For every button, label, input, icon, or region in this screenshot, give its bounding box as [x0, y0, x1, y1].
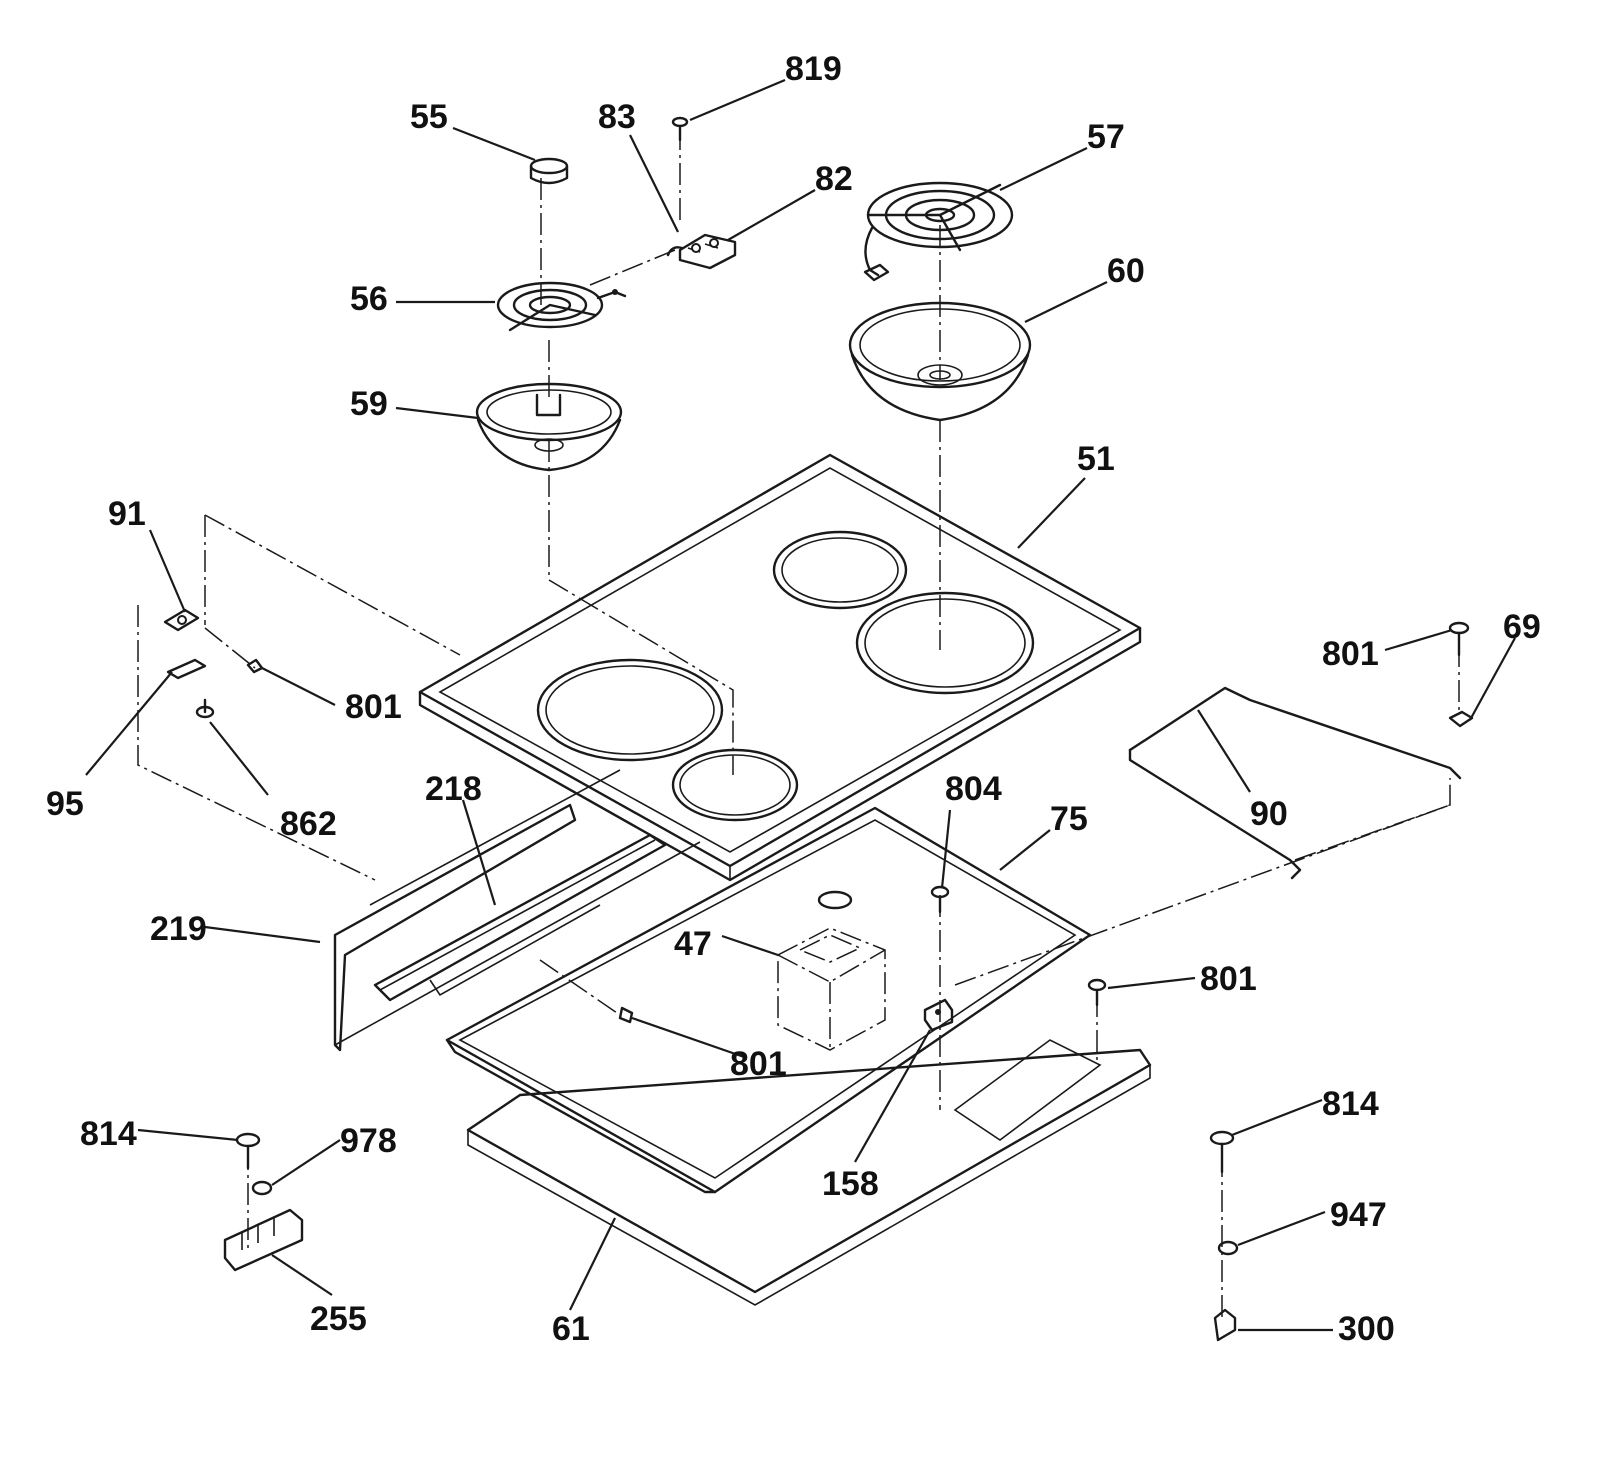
- callout-61: 61: [552, 1310, 590, 1348]
- part-51-cooktop: [418, 453, 1142, 882]
- callout-60: 60: [1107, 252, 1145, 290]
- fasteners: [163, 608, 1470, 1342]
- part-47-box: [777, 890, 886, 1051]
- callout-801-left: 801: [345, 688, 402, 726]
- part-61-bottom-tray: [466, 1039, 1152, 1306]
- part-219-rear-panel: [333, 769, 701, 1052]
- callout-801-right: 801: [1200, 960, 1257, 998]
- callout-300: 300: [1338, 1310, 1395, 1348]
- part-82-terminal-block: [666, 233, 737, 270]
- callout-819: 819: [785, 50, 842, 88]
- callout-57: 57: [1087, 118, 1125, 156]
- callout-255: 255: [310, 1300, 367, 1338]
- callout-978: 978: [340, 1122, 397, 1160]
- part-158-switch: [923, 998, 954, 1032]
- part-55-cap: [529, 157, 569, 185]
- callout-59: 59: [350, 385, 388, 423]
- callout-51: 51: [1077, 440, 1115, 478]
- callout-90: 90: [1250, 795, 1288, 833]
- callout-801-right-top: 801: [1322, 635, 1379, 673]
- callout-95: 95: [46, 785, 84, 823]
- callout-55: 55: [410, 98, 448, 136]
- callout-83: 83: [598, 98, 636, 136]
- callout-219: 219: [150, 910, 207, 948]
- callout-69: 69: [1503, 608, 1541, 646]
- callout-labels: 819 55 83 82 57 56 60 59 51 91 801 69 80…: [46, 50, 1541, 1348]
- part-75-burner-box: [445, 806, 1092, 1194]
- part-218-channel: [373, 833, 667, 1002]
- assembly-lines: [137, 128, 1460, 1320]
- callout-82: 82: [815, 160, 853, 198]
- callout-947: 947: [1330, 1196, 1387, 1234]
- callout-56: 56: [350, 280, 388, 318]
- part-57-large-element: [863, 181, 1014, 282]
- callout-862: 862: [280, 805, 337, 843]
- part-819-screw: [671, 116, 689, 142]
- callout-158: 158: [822, 1165, 879, 1203]
- leader-lines: [85, 78, 1516, 1332]
- callout-91: 91: [108, 495, 146, 533]
- callout-814-right: 814: [1322, 1085, 1379, 1123]
- part-90-rod: [1128, 686, 1462, 880]
- callout-801-center: 801: [730, 1045, 787, 1083]
- callout-218: 218: [425, 770, 482, 808]
- part-69-clip: [1448, 710, 1474, 728]
- part-56-small-element: [496, 281, 627, 332]
- callout-75: 75: [1050, 800, 1088, 838]
- callout-47: 47: [674, 925, 712, 963]
- part-60-large-drip-bowl: [848, 301, 1032, 422]
- callout-804: 804: [945, 770, 1002, 808]
- part-59-small-drip-bowl: [475, 382, 623, 472]
- callout-814-left: 814: [80, 1115, 137, 1153]
